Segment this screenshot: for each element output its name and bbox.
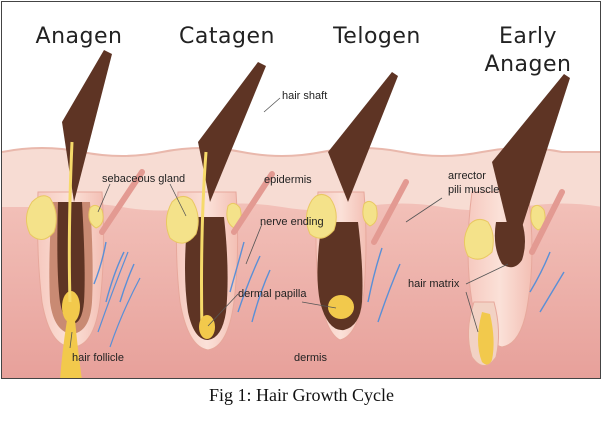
- label-sebaceous-gland: sebaceous gland: [102, 173, 186, 185]
- label-arrector-line2: pili muscle: [448, 184, 500, 196]
- stage-title-catagen: Catagen: [179, 24, 275, 49]
- label-hair-matrix: hair matrix: [408, 278, 460, 290]
- stage-title-early: Early: [498, 24, 558, 49]
- stage-title-early-anagen: Anagen: [484, 52, 572, 77]
- dermis-layer: [2, 187, 600, 378]
- label-hair-follicle: hair follicle: [72, 352, 124, 364]
- label-epidermis: epidermis: [264, 174, 312, 186]
- hair-cycle-illustration: [2, 50, 600, 378]
- anagen-follicle: [26, 50, 145, 378]
- epidermis-surface: [2, 147, 600, 157]
- label-dermal-papilla: dermal papilla: [238, 288, 307, 300]
- telogen-follicle: [306, 72, 409, 341]
- label-dermis: dermis: [294, 352, 328, 364]
- diagram-frame: Anagen Catagen Telogen Early Anagen hair…: [1, 1, 601, 379]
- early-anagen-follicle: [464, 74, 570, 366]
- label-hair-shaft: hair shaft: [282, 90, 328, 102]
- figure-caption: Fig 1: Hair Growth Cycle: [209, 385, 394, 405]
- stage-title-telogen: Telogen: [333, 24, 421, 49]
- stage-title-anagen: Anagen: [35, 24, 123, 49]
- epidermis-layer: [2, 148, 600, 211]
- label-arrector-line1: arrector: [448, 170, 486, 182]
- label-nerve-ending: nerve ending: [260, 216, 324, 228]
- leader-lines: [69, 97, 509, 349]
